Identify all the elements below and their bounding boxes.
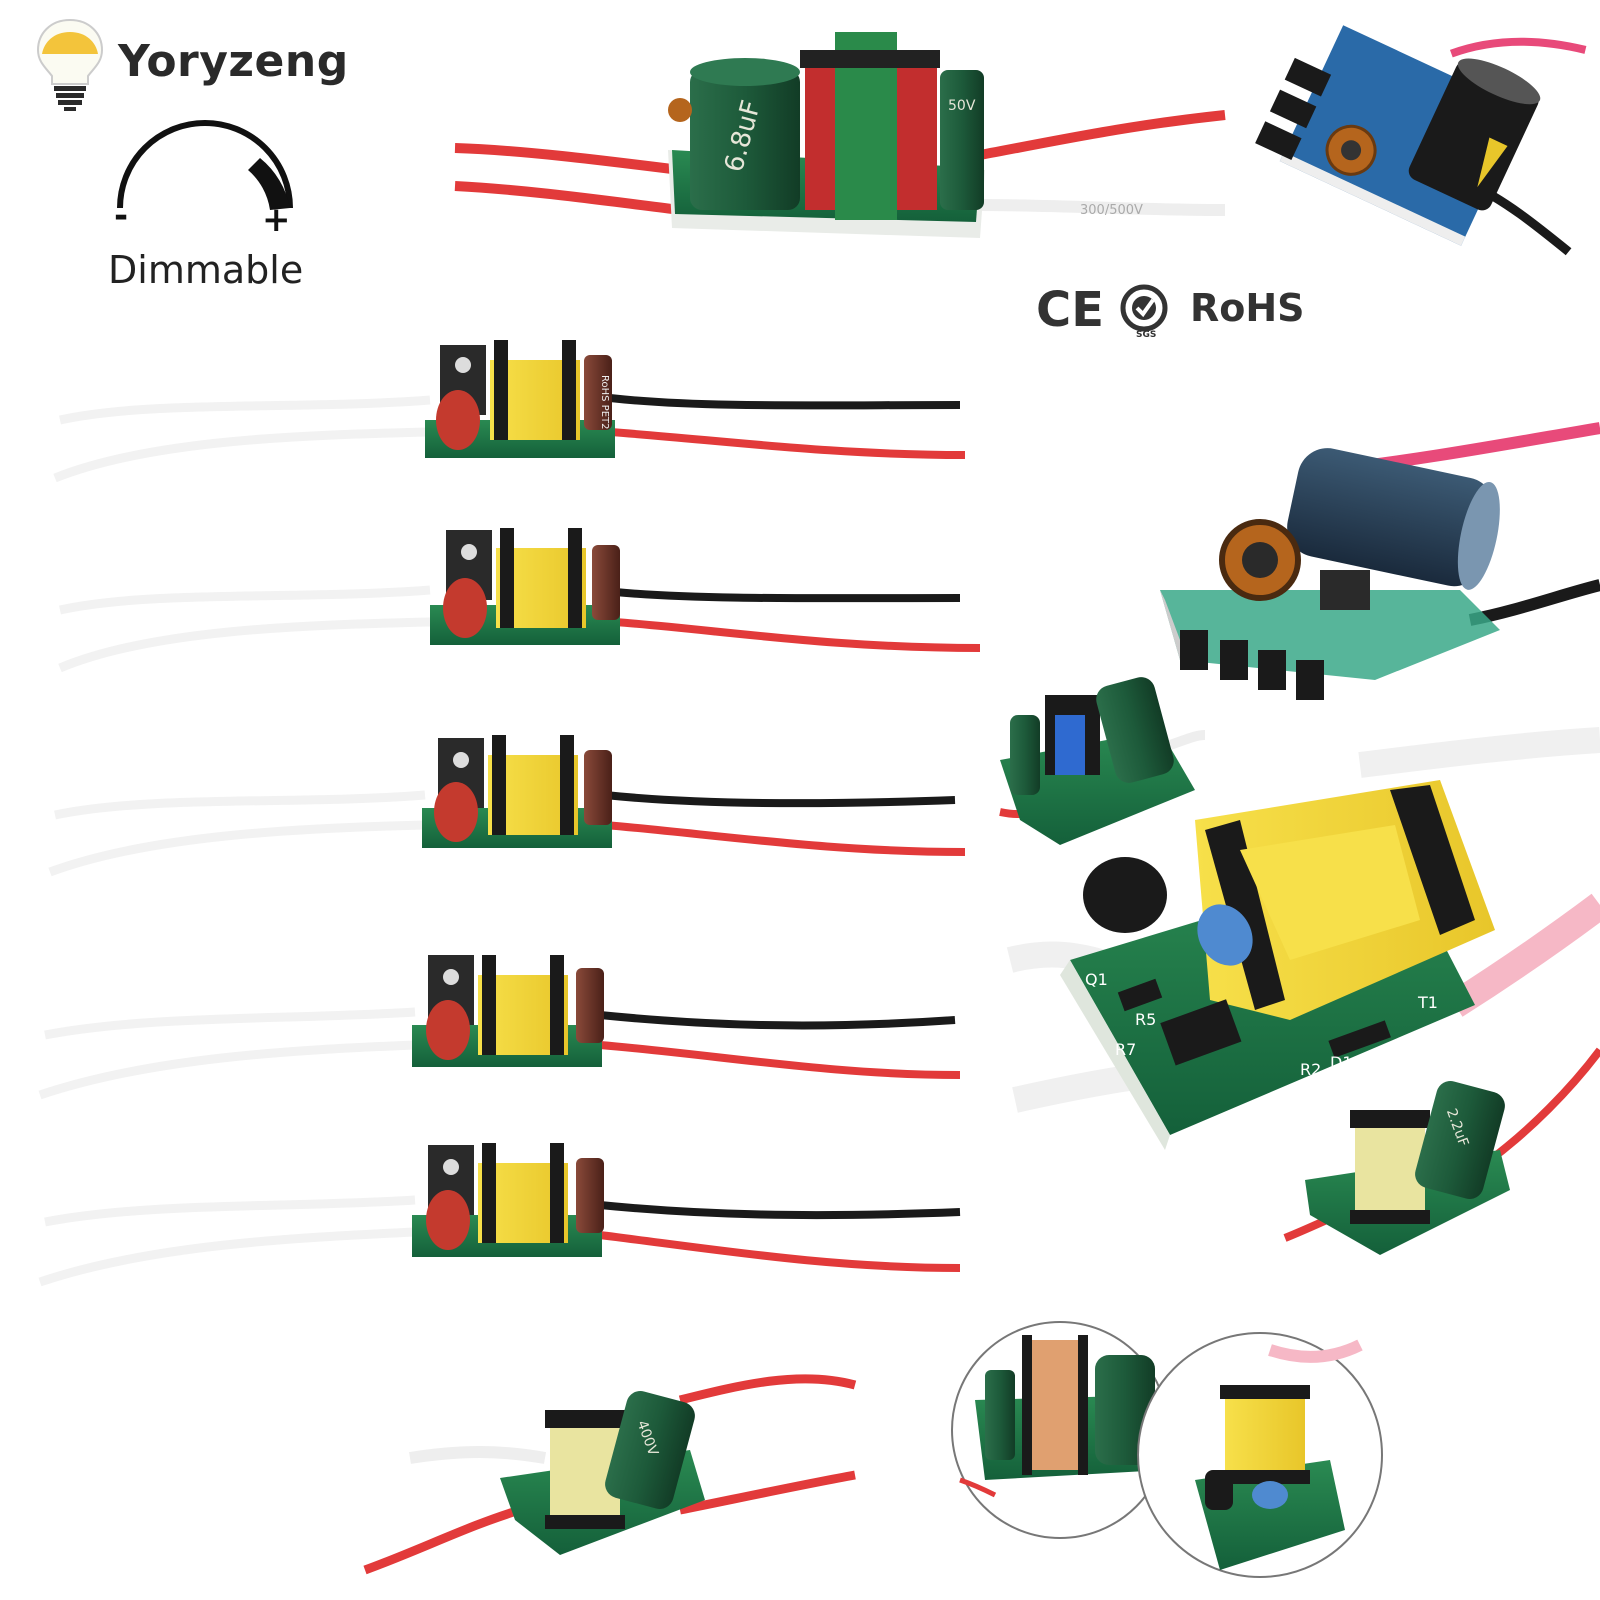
inset-circle-left [951,1321,1169,1539]
cap-top2-label: 50V [948,98,976,114]
pcb-label-t1: T1 [1417,993,1438,1012]
module-left-5 [38,1143,961,1287]
module-left-2 [58,528,981,673]
sgs-small-label: SGS [1136,330,1157,340]
dimmable-label: Dimmable [108,248,304,292]
pcb-label-d1: D1 [1330,1053,1353,1072]
module-left-1: RoHS PET2 [53,340,966,483]
small-cap-label-1: RoHS PET2 [599,375,610,429]
module-right-blue-cap [1160,422,1600,700]
brand-name: Yoryzeng [118,36,349,87]
pcb-label-r2: R2 [1300,1060,1321,1079]
module-top-center: 6.8uF 50V 300/500V [454,32,1226,238]
module-left-3 [48,735,966,877]
pcb-label-r7: R7 [1115,1040,1136,1059]
pcb-label-r5: R5 [1135,1010,1156,1029]
inset-circle-right [1137,1332,1383,1578]
brand-logo [30,14,110,114]
module-top-right [1255,25,1587,256]
ce-mark: CE [1036,282,1105,338]
sgs-check-icon [1118,284,1170,336]
dimmer-arc-icon [110,118,300,228]
module-right-large: Q1 R5 R7 R2 D1 T1 [1006,727,1600,1150]
wire-rating-label: 300/500V [1080,203,1143,218]
pcb-label-q1: Q1 [1085,970,1108,989]
module-right-small-blue [999,677,1206,845]
module-right-cap22: 2.2uF [1283,1047,1600,1255]
module-bottom-center: 400V [363,1374,857,1575]
dimmer-minus-label: - [114,196,129,236]
light-bulb-icon [36,18,104,111]
rohs-mark: RoHS [1190,286,1305,330]
module-left-4 [38,955,961,1100]
dimmer-plus-label: + [262,200,291,240]
